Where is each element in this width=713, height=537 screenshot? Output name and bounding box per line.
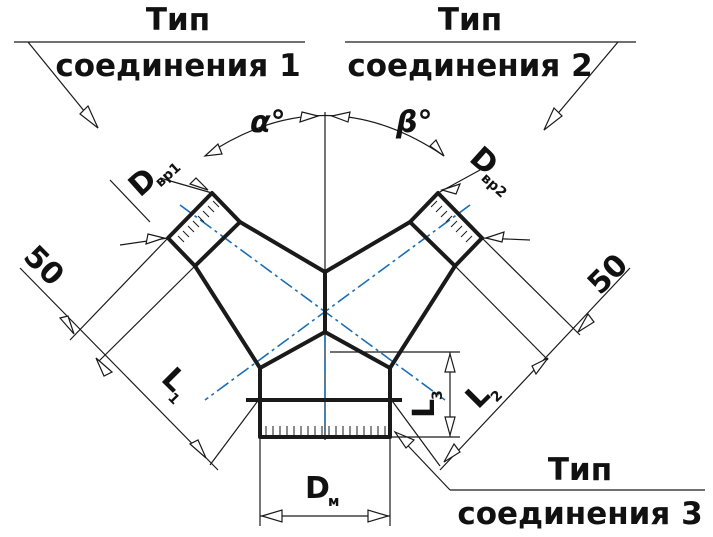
right-inner-wall	[324, 330, 391, 370]
len-right-arrow-a	[577, 312, 595, 333]
len-right-arrow-b	[531, 357, 549, 376]
left-branch-coupling	[166, 191, 242, 268]
joint1-label-line2: соединения 1	[55, 48, 300, 84]
left-inner-wall	[259, 272, 327, 370]
svg-text:D: D	[305, 471, 330, 506]
left-coupling-hatching	[177, 200, 220, 243]
d-in2-arrow-b	[483, 231, 505, 243]
l3-label: L 3	[407, 390, 446, 418]
joint3-label-line1: Тип	[548, 452, 612, 488]
main-socket	[258, 398, 392, 439]
len-right-label: 50	[581, 247, 635, 301]
d-in1-arrow-b	[188, 177, 209, 191]
left-length-dimensions	[19, 237, 261, 471]
svg-text:L: L	[407, 399, 442, 418]
beta-arrow-left	[329, 111, 351, 123]
d-in2-dimension	[437, 169, 531, 243]
d-in1-dimension	[109, 177, 213, 246]
joint2-arrow	[543, 106, 563, 131]
alpha-arrow-right	[299, 111, 321, 123]
l3-arrow-bottom	[444, 416, 456, 438]
l2-arrow-end	[443, 442, 461, 463]
svg-text:м: м	[328, 494, 339, 510]
d-in1-arrow-a	[145, 233, 167, 245]
right-coupling-hatching	[430, 200, 473, 243]
len-left-label: 50	[16, 239, 70, 293]
d-in2-label: D вр2	[463, 140, 510, 201]
joint2-label-line2: соединения 2	[347, 48, 592, 84]
joint3-arrow	[393, 430, 416, 449]
main-socket-hatching	[265, 426, 386, 436]
len-left-arrow-b	[95, 357, 114, 377]
joint2-callout	[345, 41, 636, 131]
joint3-callout	[393, 430, 705, 491]
l2-label: L 2	[459, 377, 506, 415]
d-main-arrow-left	[259, 509, 283, 523]
d-main-arrow-right	[367, 509, 391, 523]
right-branch-coupling	[408, 191, 484, 268]
beta-arrow-right	[429, 138, 445, 157]
angle-beta-label: β°	[395, 105, 432, 140]
joint1-arrow	[79, 104, 99, 129]
joint1-label-line1: Тип	[146, 2, 210, 38]
alpha-arrow-left	[203, 142, 223, 157]
left-outer-wall	[193, 264, 262, 398]
joint1-callout	[14, 41, 305, 129]
l1-label: L 1	[154, 361, 192, 408]
fitting-body	[166, 191, 484, 439]
right-outer-wall	[388, 264, 457, 398]
joint2-label-line1: Тип	[438, 2, 502, 38]
d-main-label: D м	[305, 471, 339, 510]
l3-arrow-top	[444, 351, 456, 373]
len-left-arrow-a	[58, 315, 75, 335]
angle-alpha-label: α°	[250, 105, 286, 140]
l1-arrow-end	[188, 439, 207, 459]
d-in1-label: D вр1	[122, 160, 184, 204]
d-in2-arrow-a	[439, 183, 462, 195]
joint3-label-line2: соединения 3	[457, 496, 702, 532]
d-main-dimension	[259, 437, 391, 526]
svg-text:3: 3	[430, 390, 446, 400]
right-length-dimensions	[389, 237, 631, 471]
l3-dimension	[330, 351, 460, 438]
